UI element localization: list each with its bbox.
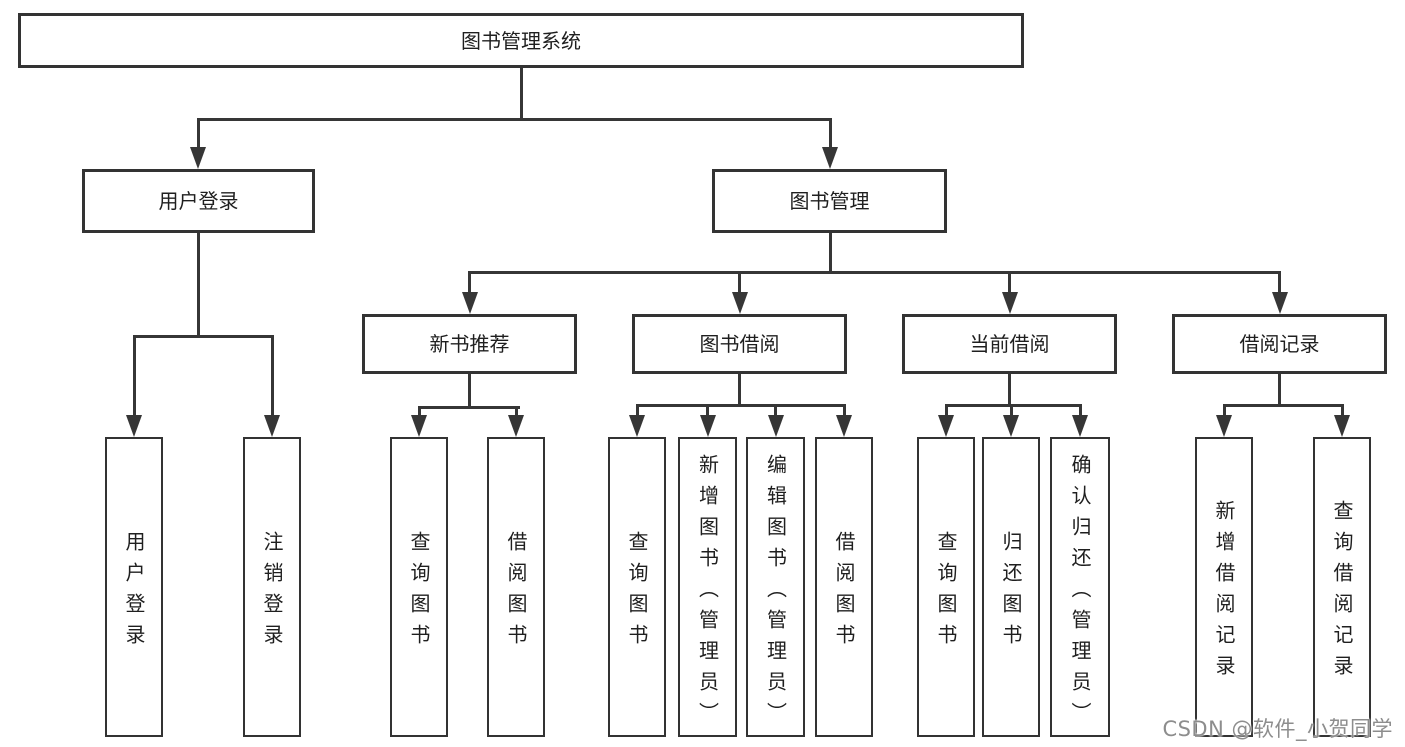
arrowhead-down — [731, 292, 748, 314]
connector-line — [132, 336, 136, 415]
leaf-logout-login: 注销登录 — [243, 437, 301, 737]
leaf-borrowing-borrow-books: 借阅图书 — [815, 437, 873, 737]
connector-line — [1222, 405, 1226, 415]
arrowhead-down — [629, 415, 645, 437]
arrowhead-down — [836, 415, 852, 437]
connector-line — [1278, 374, 1281, 405]
arrowhead-down — [190, 147, 206, 169]
arrowhead-down — [508, 415, 524, 437]
connector-line — [1009, 405, 1013, 415]
node-current-borrowing: 当前借阅 — [902, 314, 1117, 374]
arrowhead-down — [264, 415, 280, 437]
connector-line — [706, 405, 709, 415]
arrowhead-down — [1271, 292, 1288, 314]
connector-line — [417, 407, 421, 415]
leaf-recommend-borrow-books: 借阅图书 — [487, 437, 545, 737]
arrowhead-down — [1001, 292, 1018, 314]
connector-line — [944, 403, 1082, 407]
leaf-borrowing-edit-books-admin: 编辑图书（管理员） — [746, 437, 805, 737]
connector-line — [635, 405, 639, 415]
arrowhead-down — [411, 415, 427, 437]
connector-line — [196, 119, 200, 148]
node-borrowing-records: 借阅记录 — [1172, 314, 1387, 374]
leaf-current-return-books: 归还图书 — [982, 437, 1040, 737]
arrowhead-down — [699, 415, 716, 437]
connector-line — [270, 336, 274, 415]
arrowhead-down — [767, 415, 784, 437]
connector-line — [828, 233, 832, 272]
connector-line — [738, 374, 741, 405]
connector-line — [1008, 374, 1011, 405]
arrowhead-down — [1003, 415, 1019, 437]
leaf-records-query-record: 查询借阅记录 — [1313, 437, 1371, 737]
connector-line — [514, 407, 518, 415]
connector-line — [468, 272, 471, 292]
connector-line — [519, 68, 523, 121]
connector-line — [196, 118, 832, 121]
arrowhead-down — [1216, 415, 1232, 437]
leaf-records-add-record: 新增借阅记录 — [1195, 437, 1253, 737]
connector-line — [1078, 405, 1082, 415]
connector-line — [1008, 272, 1011, 292]
connector-line — [1340, 405, 1344, 415]
arrowhead-down — [822, 147, 838, 169]
connector-line — [774, 405, 777, 415]
connector-line — [468, 374, 471, 407]
connector-line — [132, 334, 274, 338]
arrowhead-down — [126, 415, 142, 437]
watermark: CSDN @软件_小贺同学 — [1162, 717, 1393, 741]
arrowhead-down — [1072, 415, 1088, 437]
leaf-borrowing-query-books: 查询图书 — [608, 437, 666, 737]
node-book-management-system: 图书管理系统 — [18, 13, 1024, 68]
node-new-book-recommendation: 新书推荐 — [362, 314, 577, 374]
connector-line — [944, 405, 948, 415]
connector-line — [738, 272, 741, 292]
connector-line — [468, 270, 1281, 274]
connector-line — [196, 233, 200, 336]
connector-line — [842, 405, 846, 415]
node-user-login: 用户登录 — [82, 169, 315, 233]
leaf-current-confirm-return-admin: 确认归还（管理员） — [1050, 437, 1110, 737]
connector-line — [417, 405, 520, 409]
leaf-borrowing-add-books-admin: 新增图书（管理员） — [678, 437, 737, 737]
connector-line — [828, 119, 832, 148]
connector-line — [635, 403, 846, 407]
connector-line — [1278, 272, 1281, 292]
arrowhead-down — [938, 415, 954, 437]
leaf-current-query-books: 查询图书 — [917, 437, 975, 737]
arrowhead-down — [461, 292, 478, 314]
leaf-recommend-query-books: 查询图书 — [390, 437, 448, 737]
connector-line — [1222, 403, 1344, 407]
arrowhead-down — [1334, 415, 1350, 437]
node-book-borrowing: 图书借阅 — [632, 314, 847, 374]
leaf-user-login: 用户登录 — [105, 437, 163, 737]
node-book-management: 图书管理 — [712, 169, 947, 233]
